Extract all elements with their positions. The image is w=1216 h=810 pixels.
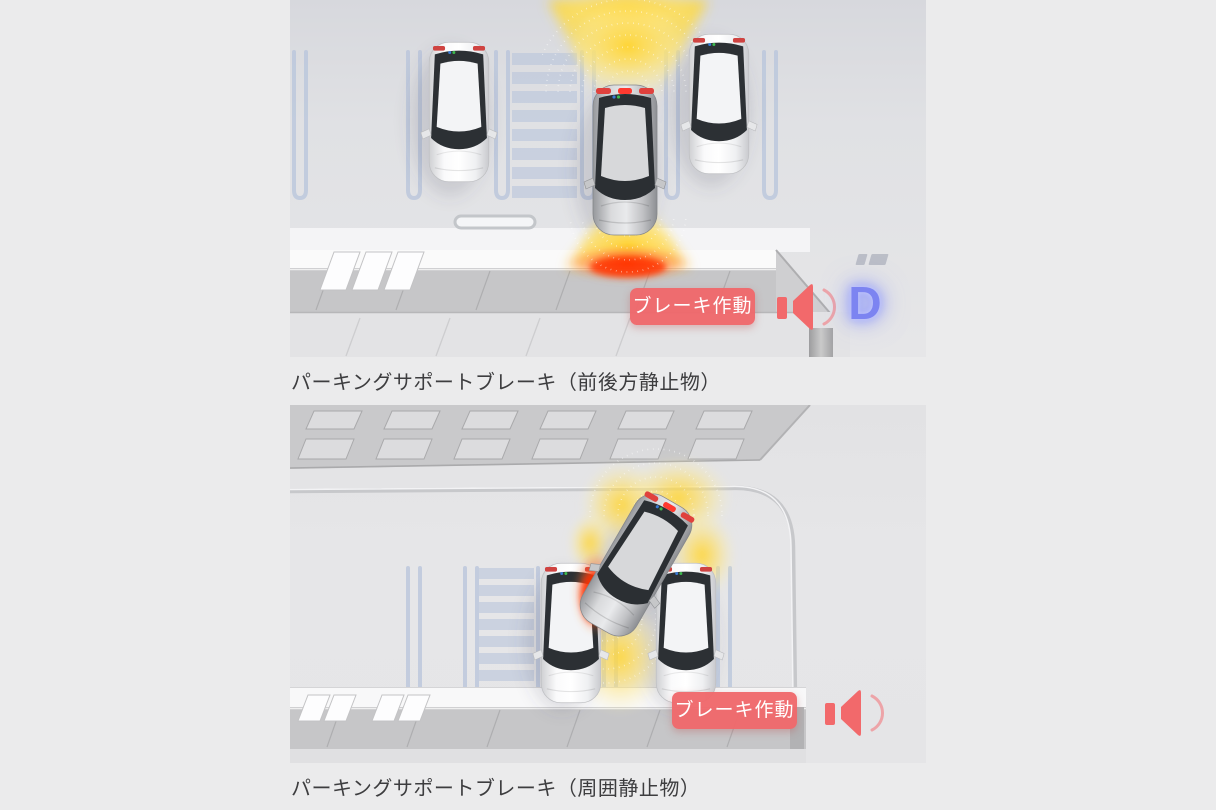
pillar	[809, 328, 833, 357]
rooftop-units	[319, 251, 425, 291]
moving-car	[583, 84, 667, 236]
brake-alert-badge: ブレーキ作動	[672, 692, 797, 729]
wave-dots-rear	[542, 0, 714, 92]
curb-line	[290, 485, 798, 698]
figure-caption: パーキングサポートブレーキ（周囲静止物）	[291, 778, 701, 800]
illustration-parking-support-brake-surround: ブレーキ作動	[290, 405, 926, 763]
building	[290, 214, 850, 357]
warning-red-glow	[568, 245, 688, 283]
building-roof-top	[290, 405, 811, 469]
speaker-icon	[825, 690, 885, 736]
parked-car-left	[420, 41, 498, 183]
rooftop-units	[297, 694, 431, 722]
article-figures-column: ブレーキ作動 D パーキングサポートブレーキ（前後方静止物）	[290, 0, 926, 810]
shift-indicator-d: D	[848, 277, 882, 329]
crosswalk	[512, 53, 577, 198]
parked-car-right	[680, 33, 758, 175]
brake-alert-badge: ブレーキ作動	[630, 288, 755, 325]
canopy	[453, 214, 537, 230]
figure-caption: パーキングサポートブレーキ（前後方静止物）	[291, 372, 721, 394]
shift-display-fragment-icon	[868, 254, 889, 265]
speaker-icon	[777, 284, 837, 330]
illustration-parking-support-brake-front-rear: ブレーキ作動 D	[290, 0, 926, 357]
scene-parking-lot-surround	[290, 405, 926, 763]
